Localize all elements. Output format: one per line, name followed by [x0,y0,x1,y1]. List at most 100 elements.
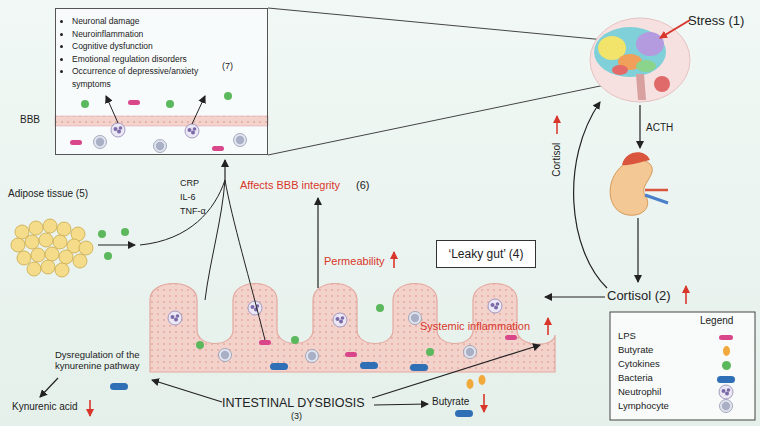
bbb-panel [224,92,232,100]
cytokine-flow [225,180,265,340]
bbb-panel [234,134,247,147]
hpa-arrows [545,20,690,297]
hpa-arrows [545,296,605,297]
hpa-arrows [574,102,607,288]
brain-illustration [636,32,664,56]
change-arrows [547,318,549,335]
zoom-lines [268,8,605,155]
adipose-tissue [59,250,73,264]
bbb-panel [55,116,268,126]
brain-illustration [636,74,646,100]
bullet-item: Neuronal damage [72,15,212,28]
stress-label: Stress (1) [688,14,744,29]
adipose-tissue [45,247,59,261]
intestine-villi [150,284,555,373]
hormone-label: Cortisol [551,138,563,182]
bbb-panel [55,8,268,155]
butyrate-particles [455,410,473,417]
bbb-panel [94,136,107,149]
hormone-label: Cortisol (2) [607,289,671,304]
cytokine-label: IL-6 [180,192,196,202]
adipose-tissue [31,248,45,262]
intestine-villi [168,311,182,325]
intestine-villi [306,350,319,363]
outcome-panel: Neuronal damageNeuroinflammationCognitiv… [55,8,268,155]
adipose-tissue [79,241,93,255]
dysbiosis-arrows [374,404,428,405]
hpa-arrows [639,105,640,148]
bbb-panel [128,100,140,105]
intestine-villi [505,335,517,340]
effect-label: Systemic inflammation [420,320,530,333]
effect-label: Affects BBB integrity [240,179,340,192]
callout-number: (6) [356,179,369,192]
brain-illustration [590,18,690,102]
legend-box [610,312,755,420]
hormone-label: ACTH [646,122,673,134]
intestine-villi [410,364,428,371]
metabolite-label: Kynurenic acid [12,401,78,413]
legend-text: Cytokines [618,359,660,370]
legend-text: Neutrophil [618,387,661,398]
bbb-panel [166,100,174,108]
butyrate-particles [467,379,474,389]
intestine-villi [150,284,555,373]
legend-swatch [722,361,731,370]
legend-text: Lymphocyte [618,401,669,412]
adrenal-kidney [645,195,668,203]
bullet-list: Neuronal damageNeuroinflammationCognitiv… [56,9,216,90]
callout-number: (3) [291,411,302,421]
brain-illustration [594,27,666,77]
adrenal-kidney [622,152,650,165]
intestine-villi [345,352,357,357]
intestine-villi [270,363,288,370]
change-arrows [393,252,395,268]
legend-text: LPS [618,331,636,342]
adipose-tissue [29,221,43,235]
cytokine-flow [205,180,225,300]
box-text: ‘Leaky gut’ (4) [449,247,524,261]
legend-swatch [723,346,730,356]
hpa-arrows [556,116,558,134]
change-arrows [89,400,91,416]
adrenal-kidney [645,189,668,192]
bullet-item: Occurrence of depressive/anxiety symptom… [72,65,212,90]
region-label: BBB [20,114,40,126]
bbb-panel [185,124,199,138]
change-arrows [90,252,686,416]
adipose-tissue [53,235,67,249]
bbb-panel [70,140,82,145]
legend-box [720,400,733,413]
adipose-tissue [41,260,55,274]
cytokine-flow [98,230,106,238]
intestine-villi [219,349,232,362]
legend-swatch [719,335,733,340]
adrenal-kidney [610,160,652,215]
dysbiosis-arrows [152,380,222,402]
adipose-tissue [57,222,71,236]
adipose-tissue [17,251,31,265]
main-label: INTESTINAL DYSBIOSIS [222,396,365,410]
bbb-panel [81,100,89,108]
bbb-panel [212,146,224,151]
brain-illustration [612,65,628,75]
bullet-item: Emotional regulation disorders [72,53,212,66]
intestine-villi [376,304,384,312]
intestine-villi [333,313,347,327]
change-arrows [685,286,687,304]
legend-swatch [717,376,735,383]
callout-box: ‘Leaky gut’ (4) [436,240,536,268]
cytokine-flow [98,244,135,245]
adipose-tissue [73,254,87,268]
intestine-villi [360,362,378,369]
tissue-label: Adipose tissue (5) [8,188,88,200]
intestine-villi [259,340,271,345]
intestine-villi [409,312,422,325]
adipose-tissue [55,263,69,277]
hpa-arrows [637,218,638,282]
intestine-villi [291,336,299,344]
intestine-villi [196,341,204,349]
intestine-villi [426,348,434,356]
adipose-tissue [43,219,57,233]
cytokine-flow [224,160,225,180]
